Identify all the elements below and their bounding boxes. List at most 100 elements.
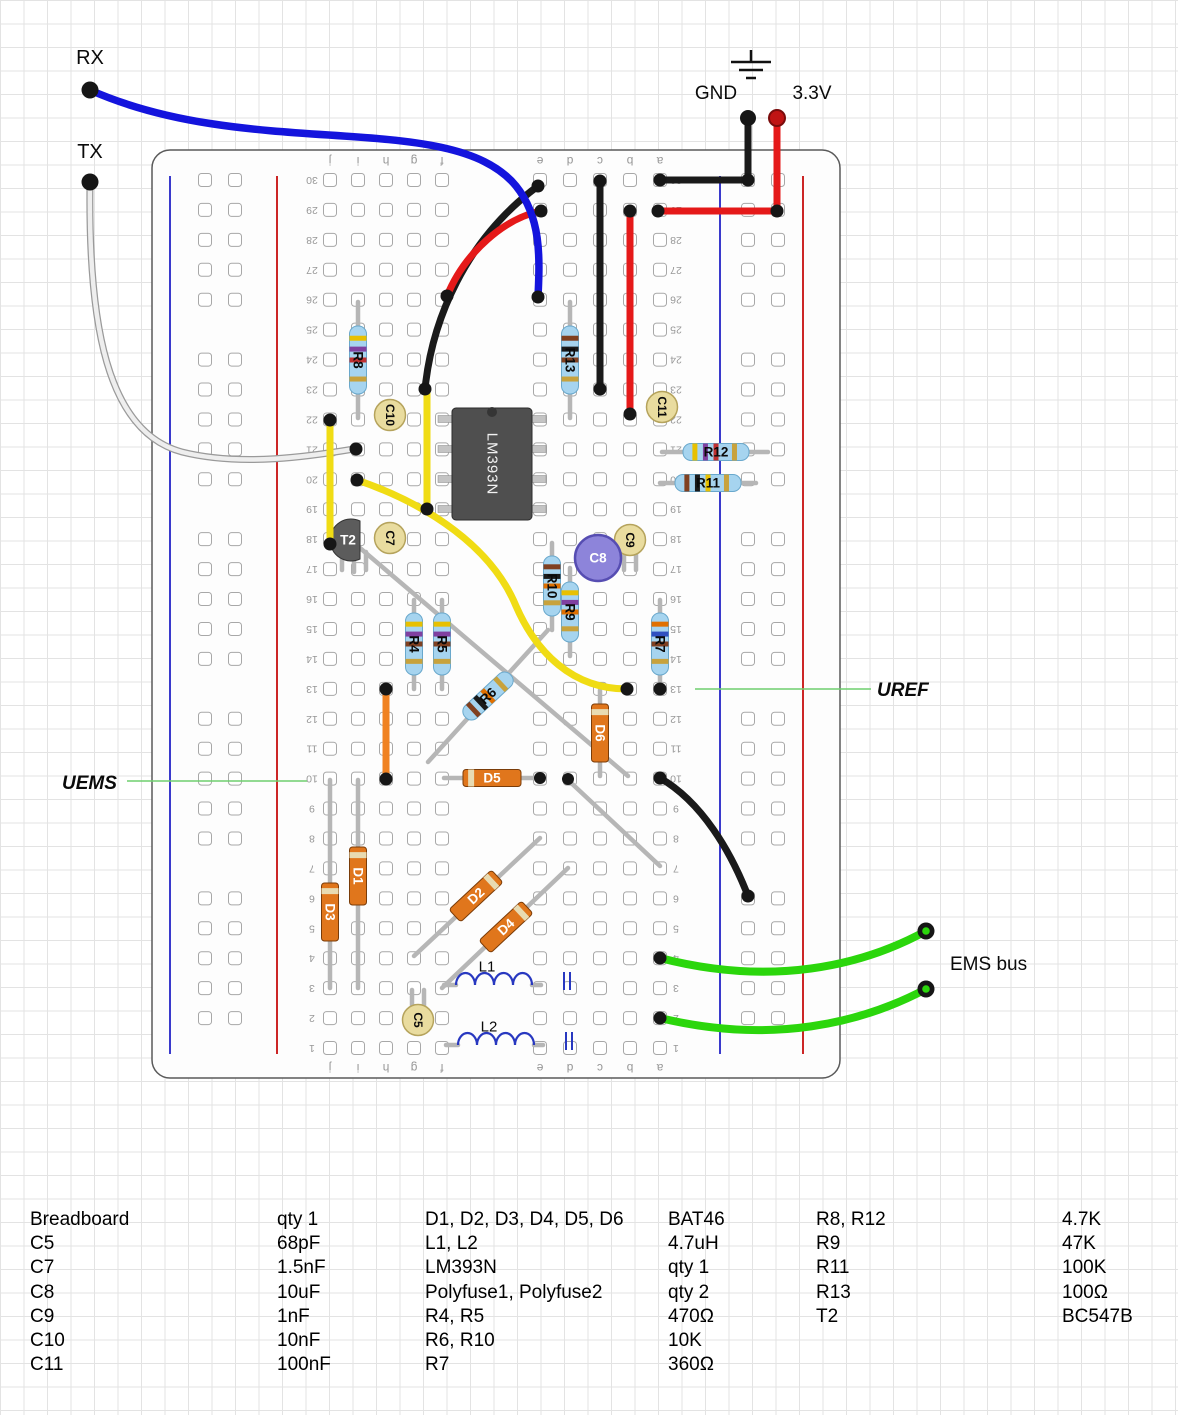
resistor-band (405, 658, 423, 664)
breadboard-hole (407, 771, 421, 786)
resistor-band (433, 631, 451, 637)
breadboard-hole (407, 562, 421, 577)
inductor-l2-coil (456, 1031, 536, 1046)
resistor-band (349, 357, 367, 363)
breadboard-hole (771, 442, 785, 457)
breadboard-hole (435, 202, 449, 217)
breadboard-hole (198, 831, 212, 846)
row-number: 23 (670, 384, 682, 396)
resistor-label: R10 (545, 574, 560, 599)
breadboard-hole (379, 232, 393, 247)
tx-label: TX (77, 141, 103, 163)
breadboard-hole (771, 532, 785, 547)
breadboard-hole (379, 981, 393, 996)
breadboard-hole (228, 562, 242, 577)
breadboard-hole (533, 741, 547, 756)
breadboard-hole (623, 502, 637, 517)
diode-body (449, 870, 503, 922)
resistor-band (561, 376, 579, 382)
part-name: LM393N (425, 1257, 497, 1279)
breadboard-hole (533, 921, 547, 936)
breadboard-hole (533, 1011, 547, 1026)
breadboard-hole (623, 981, 637, 996)
breadboard-hole (198, 292, 212, 307)
breadboard-hole (593, 502, 607, 517)
breadboard-hole (198, 741, 212, 756)
breadboard-hole (198, 921, 212, 936)
breadboard-hole (741, 232, 755, 247)
row-number: 11 (306, 743, 317, 755)
breadboard-hole (741, 621, 755, 636)
breadboard-hole (741, 412, 755, 427)
column-letter: f (440, 1061, 444, 1075)
breadboard-hole (533, 382, 547, 397)
breadboard-hole (741, 801, 755, 816)
breadboard-hole (407, 921, 421, 936)
resistor-band (651, 631, 669, 637)
resistor-band (731, 443, 737, 461)
breadboard-hole (623, 711, 637, 726)
breadboard-hole (351, 1011, 365, 1026)
capacitor-c5: C5 (401, 1003, 435, 1037)
breadboard-hole (407, 232, 421, 247)
column-letter: b (626, 1061, 633, 1075)
breadboard-hole (379, 801, 393, 816)
breadboard-hole (379, 502, 393, 517)
diode-label: D5 (483, 771, 501, 786)
breadboard-hole (407, 861, 421, 876)
diode-body (349, 846, 367, 906)
uems-label: UEMS (62, 773, 117, 794)
breadboard-hole (533, 681, 547, 696)
resistor-r4: R4 (405, 612, 423, 676)
breadboard-hole (771, 352, 785, 367)
part-name: D1, D2, D3, D4, D5, D6 (425, 1209, 624, 1230)
part-name: R9 (816, 1233, 841, 1255)
breadboard-hole (379, 951, 393, 966)
resistor-band (692, 443, 698, 461)
row-number: 16 (670, 593, 682, 605)
breadboard-hole (228, 292, 242, 307)
breadboard-hole (351, 232, 365, 247)
capacitor-body (573, 533, 623, 583)
breadboard-hole (228, 771, 242, 786)
wire-rx (86, 86, 543, 301)
diode-body (462, 769, 522, 787)
breadboard-hole (228, 262, 242, 277)
ic-pin (530, 415, 547, 423)
breadboard-hole (435, 891, 449, 906)
breadboard-hole (351, 681, 365, 696)
column-letter: i (357, 1061, 360, 1075)
resistor-band (405, 631, 423, 637)
breadboard-hole (771, 801, 785, 816)
capacitor-c10: C10 (373, 398, 407, 432)
breadboard-hole (323, 711, 337, 726)
row-number: 7 (309, 862, 315, 874)
inductor-l2-label: L2 (481, 1019, 498, 1036)
diode-body (479, 901, 533, 953)
breadboard-hole (228, 831, 242, 846)
breadboard-hole (198, 981, 212, 996)
part-name: R7 (425, 1354, 450, 1376)
diode-stripe (483, 873, 500, 891)
breadboard-hole (198, 352, 212, 367)
resistor-r11: R11 (674, 474, 742, 492)
ems-bus-label: EMS bus (950, 954, 1027, 975)
breadboard-hole (351, 202, 365, 217)
resistor-band (493, 676, 509, 693)
breadboard-hole (533, 711, 547, 726)
row-number: 24 (670, 354, 682, 366)
column-letter: j (329, 1061, 333, 1075)
breadboard-hole (407, 173, 421, 187)
breadboard-hole (198, 711, 212, 726)
row-number: 25 (306, 324, 318, 336)
breadboard-body (151, 149, 841, 1079)
part-name: R6, R10 (425, 1329, 495, 1351)
row-number: 29 (306, 204, 318, 216)
inductor-l1-core (563, 972, 571, 990)
breadboard-hole (563, 831, 577, 846)
row-number: 2 (309, 1012, 315, 1024)
